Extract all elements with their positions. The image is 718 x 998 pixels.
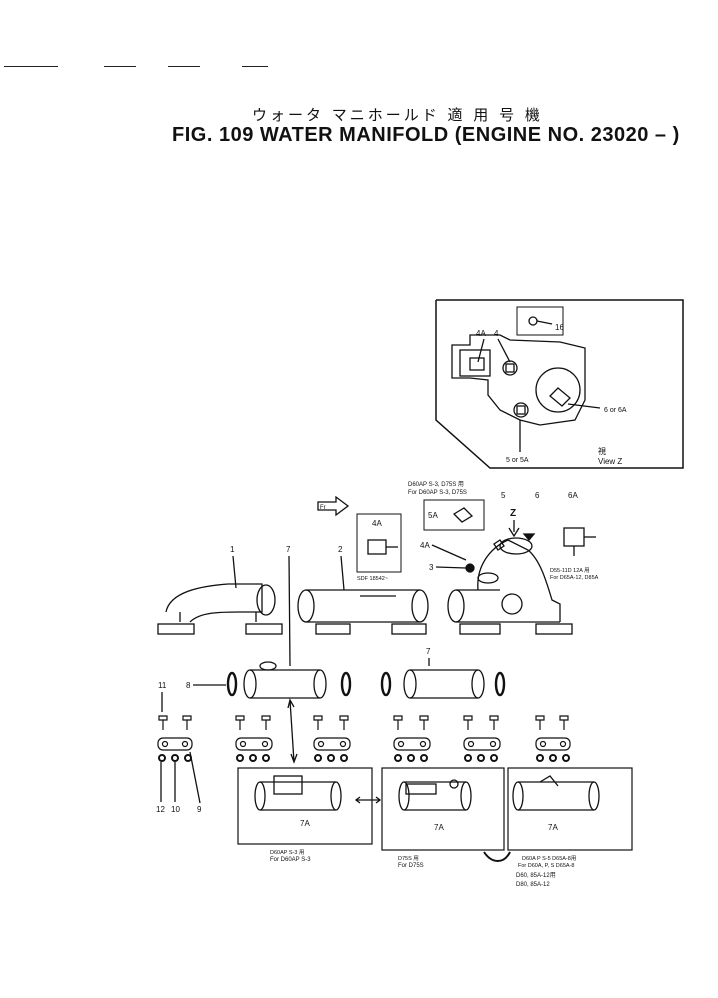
callout-5: 5 bbox=[501, 491, 506, 500]
callout-7a-right: 7A bbox=[548, 823, 558, 832]
variant-box-7a-left: 7A bbox=[237, 767, 373, 845]
view-z-jp-label: 視 bbox=[598, 447, 606, 456]
note-7a-mid-en: For D75S bbox=[398, 863, 424, 869]
callout-3: 3 bbox=[429, 563, 434, 572]
callout-1: 1 bbox=[230, 545, 235, 554]
manifold-section-2 bbox=[297, 589, 429, 635]
callout-4a-box: 4A bbox=[372, 519, 382, 528]
manifold-section-1 bbox=[157, 583, 283, 635]
note-right-en: For D65A-12, D85A bbox=[550, 575, 599, 581]
o-rings bbox=[226, 671, 506, 697]
note-top-jp: D60AP S-3, D75S 用 bbox=[408, 481, 464, 488]
note-top-en: For D60AP S-3, D75S bbox=[408, 490, 467, 496]
inset-callout-4a: 4A bbox=[476, 329, 486, 338]
callout-2: 2 bbox=[338, 545, 343, 554]
front-direction-arrow: Fr bbox=[317, 495, 350, 517]
connector-pipe-left bbox=[243, 661, 327, 699]
variant-box-7a-right: 7A bbox=[507, 767, 633, 851]
callout-10: 10 bbox=[171, 805, 180, 814]
callout-7-left: 7 bbox=[286, 545, 291, 554]
callout-12: 12 bbox=[156, 805, 165, 814]
callout-4a: 4A bbox=[420, 541, 430, 550]
note-right-jp: D55-11D 12A 用 bbox=[550, 567, 590, 574]
note-7a-mid-jp: D75S 用 bbox=[398, 855, 419, 862]
inset-callout-16: 16 bbox=[555, 323, 564, 332]
callout-9: 9 bbox=[197, 805, 202, 814]
connector-pipe-right bbox=[403, 669, 485, 699]
callout-5a: 5A bbox=[428, 511, 438, 520]
inset-callout-5-or-5a: 5 or 5A bbox=[506, 457, 529, 464]
inset-callout-6-or-6a: 6 or 6A bbox=[604, 407, 627, 414]
view-z-inset: 4A 4 16 6 or 6A 5 or 5A 視 View Z bbox=[435, 299, 684, 469]
header-rule-3 bbox=[168, 66, 200, 67]
callout-6: 6 bbox=[535, 491, 540, 500]
note-sdf: SDF 18542~ bbox=[357, 576, 388, 582]
front-arrow-label: Fr bbox=[320, 505, 326, 511]
callout-7-right: 7 bbox=[426, 647, 431, 656]
note-7a-right-jp-2: D60, 85A-12用 bbox=[516, 872, 556, 879]
callout-7a-left: 7A bbox=[300, 819, 310, 828]
note-7a-right-en: For D60A, P, S D65A-8 bbox=[518, 863, 574, 869]
figure-title: FIG. 109 WATER MANIFOLD (ENGINE NO. 2302… bbox=[172, 124, 680, 146]
callout-7a-mid: 7A bbox=[434, 823, 444, 832]
header-rule-2 bbox=[104, 66, 136, 67]
view-z-label: View Z bbox=[598, 457, 622, 466]
manifold-section-3 bbox=[447, 537, 573, 635]
fastener-sets bbox=[157, 715, 571, 762]
callout-8: 8 bbox=[186, 681, 191, 690]
note-7a-left-jp: D60AP S-3 用 bbox=[270, 849, 304, 856]
header-rule-4 bbox=[242, 66, 268, 67]
header-rule-1 bbox=[4, 66, 58, 67]
z-arrow-label: Z bbox=[510, 508, 516, 519]
note-7a-right-jp: D60A P S-5 D65A-8用 bbox=[522, 855, 576, 862]
inset-callout-4: 4 bbox=[494, 329, 499, 338]
variant-box-7a-mid: 7A bbox=[381, 767, 505, 851]
note-7a-left-en: For D60AP S-3 bbox=[270, 857, 311, 863]
callout-6a: 6A bbox=[568, 491, 578, 500]
callout-11: 11 bbox=[158, 681, 167, 690]
figure-title-japanese: ウォータ マニホールド 適 用 号 機 bbox=[252, 106, 543, 124]
note-7a-right-en-2: D80, 85A-12 bbox=[516, 882, 550, 888]
